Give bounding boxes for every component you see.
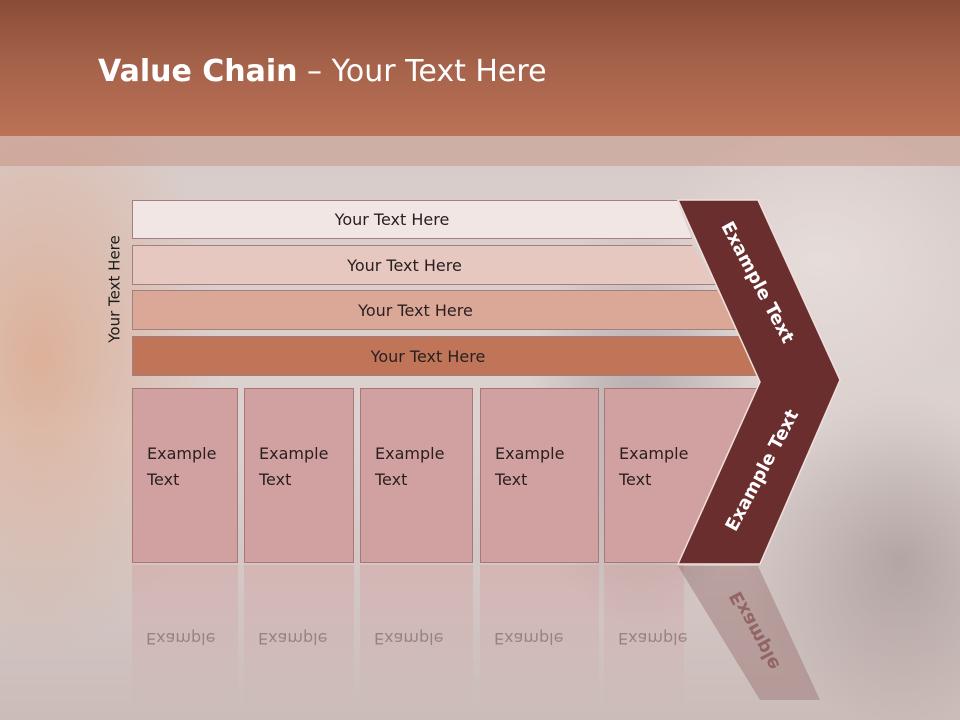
activity-box-1: Example Text [132,388,238,563]
value-row-4: Your Text Here [132,336,764,376]
title-rest: – Your Text Here [297,54,547,89]
box-text-line2: Text [619,470,652,489]
box-reflection-5: Example [604,565,687,715]
box-text-line2: Text [495,470,528,489]
box-reflection-3: Example [360,565,473,715]
row-label: Your Text Here [370,346,486,366]
box-text-line2: Text [147,470,180,489]
slide-title: Value Chain – Your Text Here [98,54,547,89]
activity-box-2: Example Text [244,388,354,563]
value-row-1: Your Text Here [132,200,692,239]
box-text-line1: Example [495,444,565,463]
activity-box-3: Example Text [360,388,473,563]
header-bar [0,0,960,136]
box-reflection-4: Example [480,565,599,715]
value-row-3: Your Text Here [132,290,739,330]
chevron-reflection [678,566,820,700]
box-text-line2: Text [375,470,408,489]
box-text-line1: Example [375,444,445,463]
box-reflection-2: Example [244,565,354,715]
value-row-2: Your Text Here [132,245,717,285]
box-reflection-1: Example [132,565,238,715]
box-text-line1: Example [619,444,689,463]
row-label: Your Text Here [334,210,450,229]
chevron-shape [676,199,841,565]
row-label: Your Text Here [358,300,473,320]
header-band [0,136,960,166]
box-text-line1: Example [259,444,329,463]
row-label: Your Text Here [347,255,462,275]
activity-box-4: Example Text [480,388,599,563]
title-bold: Value Chain [98,54,298,89]
box-text-line1: Example [147,444,217,463]
box-text-line2: Text [259,470,292,489]
